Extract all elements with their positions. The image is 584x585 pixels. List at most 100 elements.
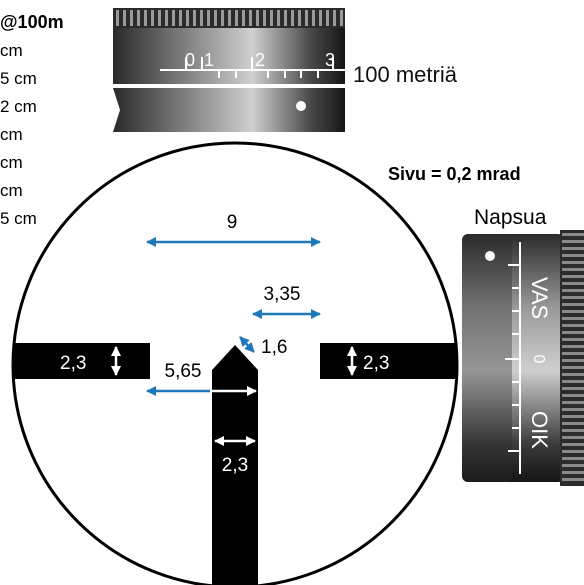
reticle-ring	[11, 141, 459, 585]
dim-label-335: 3,35	[264, 284, 301, 305]
knurl-ridge	[158, 10, 161, 26]
dim-label-right-bar: 2,3	[363, 353, 389, 374]
knurl-ridge	[562, 450, 584, 453]
dimension-arrows	[146, 237, 321, 396]
knurl-ridge	[562, 352, 584, 355]
knurl-ridge	[562, 268, 584, 271]
knurl-ridge	[340, 10, 343, 26]
knurl-ridge	[562, 254, 584, 257]
knurl-ridge	[562, 240, 584, 243]
knurl-ridges	[116, 10, 343, 26]
knurl-ridge	[562, 415, 584, 418]
distance-label: 100 metriä	[353, 62, 458, 87]
knurl-ridge	[291, 10, 294, 26]
knurl-ridge	[116, 10, 119, 26]
click-value-label: Sivu = 0,2 mrad	[388, 164, 521, 184]
legend-row-5: cm	[0, 153, 23, 172]
center-post	[212, 345, 258, 585]
knurl-ridge	[193, 10, 196, 26]
knurl-ridge	[562, 408, 584, 411]
elevation-turret: 0 1 2 3 100 metriä	[113, 8, 458, 132]
knurl-ridge	[562, 443, 584, 446]
elevation-scale-ticks	[160, 57, 345, 78]
knurl-ridge	[263, 10, 266, 26]
knurl-ridge	[562, 387, 584, 390]
bar-thickness-arrows	[111, 346, 357, 446]
knurl-ridge	[562, 457, 584, 460]
knurl-ridge	[221, 10, 224, 26]
knurl-ridge	[179, 10, 182, 26]
legend-heading: @100m	[0, 12, 64, 32]
knurl-ridge	[305, 10, 308, 26]
knurl-ridge	[562, 464, 584, 467]
knurl-ridge	[207, 10, 210, 26]
knurl-ridge	[562, 317, 584, 320]
knurl-ridge	[562, 422, 584, 425]
knurl-ridge	[256, 10, 259, 26]
knurl-ridge	[562, 233, 584, 236]
dim-label-left-bar: 2,3	[60, 353, 86, 374]
knurl-ridge	[562, 282, 584, 285]
knurl-ridge	[298, 10, 301, 26]
knurl-ridge	[130, 10, 133, 26]
elevation-base	[113, 88, 345, 132]
knurl-ridge	[562, 366, 584, 369]
legend-row-1: cm	[0, 41, 23, 60]
windage-left-label: OIK	[527, 411, 552, 449]
elevation-tick-0: 0	[185, 50, 195, 70]
knurl-ridge	[200, 10, 203, 26]
knurl-ridge	[228, 10, 231, 26]
windage-turret: VAS 0 OIK	[462, 230, 584, 486]
elevation-tick-3: 3	[325, 50, 335, 70]
knurl-ridge	[562, 429, 584, 432]
knurl-ridge	[562, 261, 584, 264]
knurl-ridge	[326, 10, 329, 26]
knurl-ridge	[562, 296, 584, 299]
knurl-ridge	[562, 380, 584, 383]
windage-knurl-ridges	[562, 233, 584, 481]
knurl-ridge	[562, 436, 584, 439]
windage-zero-label: 0	[530, 355, 547, 364]
legend-row-2: 5 cm	[0, 69, 37, 88]
knurl-ridge	[562, 471, 584, 474]
reticle	[11, 141, 459, 585]
knurl-ridge	[165, 10, 168, 26]
click-word-label: Napsua	[474, 206, 547, 229]
elevation-tick-2: 2	[255, 50, 265, 70]
elevation-drum	[113, 28, 345, 84]
knurl-ridge	[562, 338, 584, 341]
dim-label-9: 9	[227, 212, 238, 233]
knurl-ridge	[144, 10, 147, 26]
legend-row-6: cm	[0, 181, 23, 200]
knurl-ridge	[277, 10, 280, 26]
dim-label-16: 1,6	[261, 337, 287, 358]
dim-label-post: 2,3	[222, 455, 248, 476]
knurl-ridge	[562, 359, 584, 362]
left-bar	[14, 343, 150, 379]
knurl-ridge	[319, 10, 322, 26]
dim-label-565: 5,65	[165, 361, 202, 382]
knurl-ridge	[214, 10, 217, 26]
elevation-tick-1: 1	[204, 50, 214, 70]
windage-index-dot	[485, 251, 495, 261]
knurl-ridge	[562, 275, 584, 278]
right-bar	[320, 343, 456, 379]
knurl-ridge	[270, 10, 273, 26]
knurl-ridge	[137, 10, 140, 26]
knurl-ridge	[123, 10, 126, 26]
knurl-ridge	[562, 289, 584, 292]
knurl-ridge	[186, 10, 189, 26]
knurl-ridge	[312, 10, 315, 26]
legend-row-3: 2 cm	[0, 97, 37, 116]
knurl-ridge	[562, 247, 584, 250]
dim-arrow-16	[239, 336, 255, 353]
knurl-ridge	[562, 394, 584, 397]
knurl-ridge	[333, 10, 336, 26]
knurl-ridge	[284, 10, 287, 26]
windage-right-label: VAS	[527, 277, 552, 319]
legend: @100m cm 5 cm 2 cm cm cm cm 5 cm	[0, 12, 64, 228]
knurl-ridge	[562, 331, 584, 334]
legend-row-7: 5 cm	[0, 209, 37, 228]
